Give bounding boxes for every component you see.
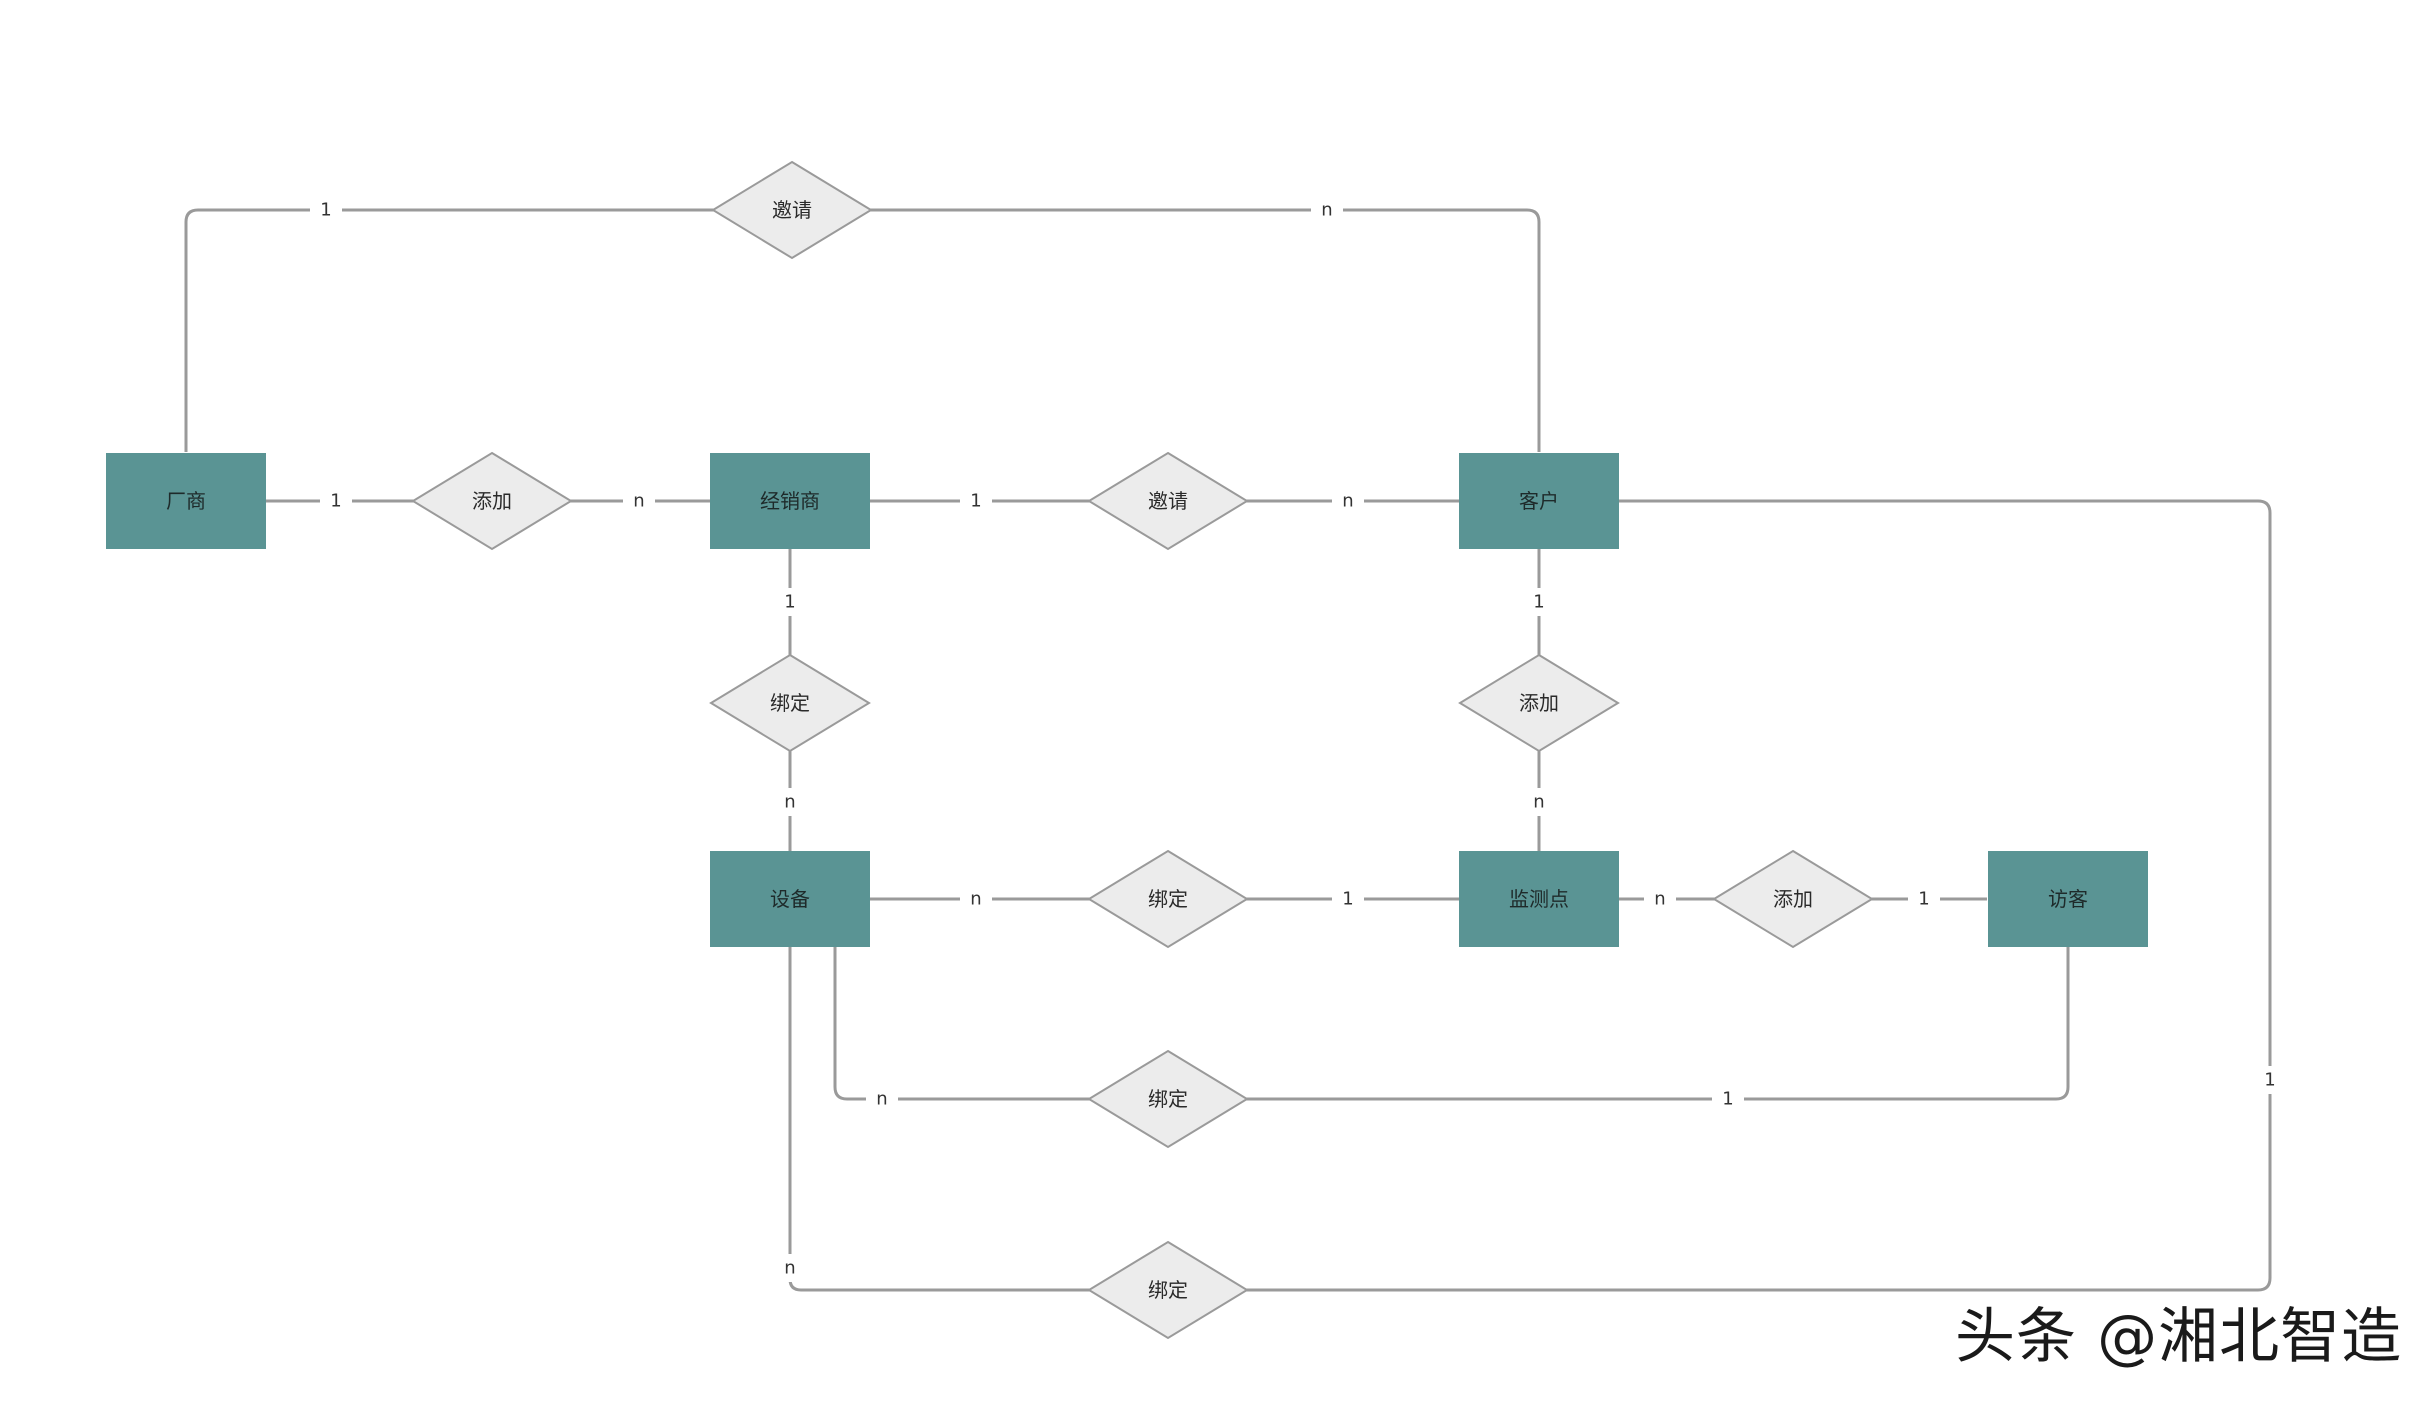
relationship-bind-device-visitor-label: 绑定 xyxy=(1148,1087,1188,1111)
svg-text:n: n xyxy=(1342,491,1353,512)
relationship-bind-device-customer[interactable]: 绑定 xyxy=(1087,1240,1249,1340)
cardinality-invite-dc-right: n xyxy=(1332,487,1364,515)
svg-text:1: 1 xyxy=(1533,592,1544,613)
svg-text:n: n xyxy=(784,1258,795,1279)
relationship-invite-top-label: 邀请 xyxy=(772,198,812,222)
cardinality-bind-dd-bottom: n xyxy=(774,788,806,816)
relationship-bind-dealer-device-label: 绑定 xyxy=(770,691,810,715)
entity-manufacturer[interactable]: 厂商 xyxy=(106,453,266,549)
cardinality-bind-dv-left: n xyxy=(866,1085,898,1113)
cardinality-add-cm-bottom: n xyxy=(1523,788,1555,816)
cardinality-bind-dv-right: 1 xyxy=(1712,1085,1744,1113)
line-manufacturer-invite-customer xyxy=(184,208,1541,452)
entity-monitor-point-label: 监测点 xyxy=(1509,887,1569,911)
relationship-invite-dealer-customer-label: 邀请 xyxy=(1148,489,1188,513)
svg-text:1: 1 xyxy=(1722,1089,1733,1110)
svg-text:n: n xyxy=(784,792,795,813)
svg-text:1: 1 xyxy=(1342,889,1353,910)
cardinalities: 1 n 1 n 1 n 1 n xyxy=(310,196,2286,1282)
svg-text:n: n xyxy=(633,491,644,512)
entity-device[interactable]: 设备 xyxy=(710,851,870,947)
cardinality-invite-top-right: n xyxy=(1311,196,1343,224)
line-customer-bind-device-outer xyxy=(788,499,2272,1292)
cardinality-add-mfr-right: n xyxy=(623,487,655,515)
svg-text:n: n xyxy=(970,889,981,910)
cardinality-invite-top-left: 1 xyxy=(310,196,342,224)
cardinality-invite-dc-left: 1 xyxy=(960,487,992,515)
connectors xyxy=(184,208,2272,1292)
watermark: 头条 @湘北智造 xyxy=(1955,1302,2403,1372)
svg-text:1: 1 xyxy=(330,491,341,512)
svg-text:1: 1 xyxy=(2264,1070,2275,1091)
relationship-bind-device-monitor-label: 绑定 xyxy=(1148,887,1188,911)
cardinality-bind-dm-left: n xyxy=(960,885,992,913)
cardinality-add-mv-left: n xyxy=(1644,885,1676,913)
cardinality-bind-dd-top: 1 xyxy=(774,588,806,616)
svg-text:n: n xyxy=(1533,792,1544,813)
relationship-bind-device-customer-label: 绑定 xyxy=(1148,1278,1188,1302)
relationship-invite-top[interactable]: 邀请 xyxy=(711,160,873,260)
svg-text:1: 1 xyxy=(970,491,981,512)
entity-visitor[interactable]: 访客 xyxy=(1988,851,2148,947)
svg-text:n: n xyxy=(1654,889,1665,910)
relationship-add-monitor-visitor-label: 添加 xyxy=(1773,887,1813,911)
cardinality-bind-dm-right: 1 xyxy=(1332,885,1364,913)
entity-customer-label: 客户 xyxy=(1519,489,1559,513)
cardinality-add-mv-right: 1 xyxy=(1908,885,1940,913)
entity-visitor-label: 访客 xyxy=(2048,887,2088,911)
relationship-add-manufacturer-dealer[interactable]: 添加 xyxy=(411,451,573,551)
relationships: 邀请 添加 邀请 绑定 添加 绑定 添加 绑定 xyxy=(411,160,1874,1340)
entity-manufacturer-label: 厂商 xyxy=(166,489,206,513)
entity-device-label: 设备 xyxy=(770,887,810,911)
svg-text:n: n xyxy=(876,1089,887,1110)
svg-text:1: 1 xyxy=(1918,889,1929,910)
entity-dealer-label: 经销商 xyxy=(760,489,820,513)
cardinality-add-cm-top: 1 xyxy=(1523,588,1555,616)
line-device-bind-visitor xyxy=(833,946,2070,1101)
cardinality-bind-dcust-right: 1 xyxy=(2254,1066,2286,1094)
relationship-add-customer-monitor-label: 添加 xyxy=(1519,691,1559,715)
relationship-bind-dealer-device[interactable]: 绑定 xyxy=(709,653,871,753)
relationship-add-customer-monitor[interactable]: 添加 xyxy=(1458,653,1620,753)
svg-text:1: 1 xyxy=(784,592,795,613)
entity-monitor-point[interactable]: 监测点 xyxy=(1459,851,1619,947)
svg-text:n: n xyxy=(1321,200,1332,221)
entity-dealer[interactable]: 经销商 xyxy=(710,453,870,549)
relationship-bind-device-monitor[interactable]: 绑定 xyxy=(1087,849,1249,949)
svg-text:1: 1 xyxy=(320,200,331,221)
entity-customer[interactable]: 客户 xyxy=(1459,453,1619,549)
cardinality-bind-dcust-left: n xyxy=(774,1254,806,1282)
relationship-bind-device-visitor[interactable]: 绑定 xyxy=(1087,1049,1249,1149)
cardinality-add-mfr-left: 1 xyxy=(320,487,352,515)
entities: 厂商 经销商 客户 设备 监测点 访客 xyxy=(106,453,2148,947)
relationship-add-manufacturer-dealer-label: 添加 xyxy=(472,489,512,513)
relationship-add-monitor-visitor[interactable]: 添加 xyxy=(1712,849,1874,949)
relationship-invite-dealer-customer[interactable]: 邀请 xyxy=(1087,451,1249,551)
